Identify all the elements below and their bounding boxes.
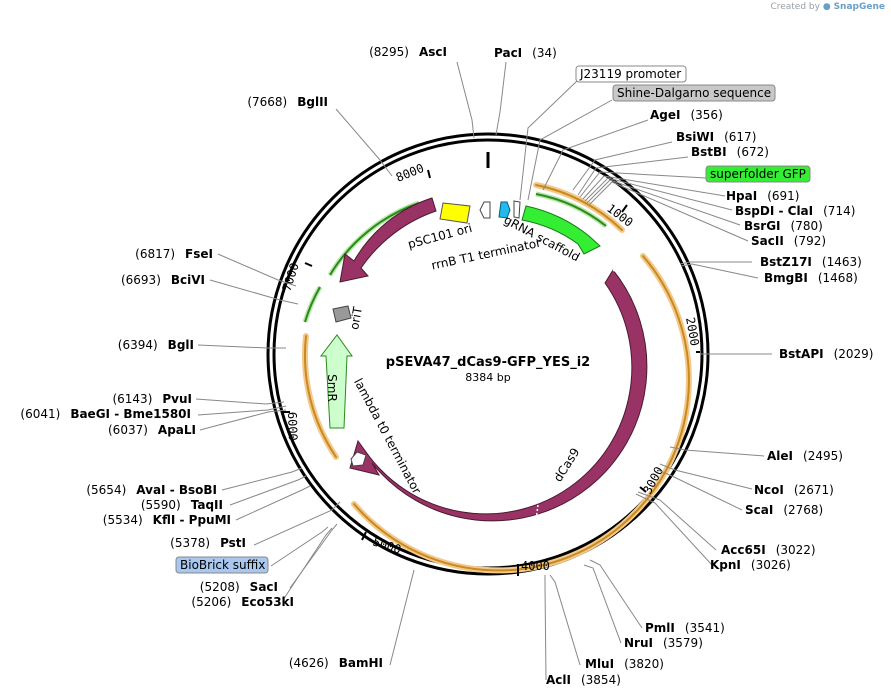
enzyme-labels-right: PacI(34) AgeI(356) BsiWI(617) BstBI(672)… <box>494 46 873 687</box>
enzyme-agei[interactable]: AgeI(356) <box>650 108 723 122</box>
snapgene-credit: Created by ● SnapGene <box>770 2 885 12</box>
j23119-box[interactable] <box>575 65 687 83</box>
enzyme-fsei[interactable]: (6817)FseI <box>135 247 213 261</box>
enzyme-acc65i[interactable]: Acc65I(3022) <box>721 543 816 557</box>
feature-psc101-ori[interactable] <box>439 202 471 224</box>
enzyme-bcivi[interactable]: (6693)BciVI <box>121 273 205 287</box>
enzyme-baegi-bme1580i[interactable]: (6041)BaeGI - Bme1580I <box>20 407 191 421</box>
enzyme-asci[interactable]: (8295)AscI <box>369 45 447 59</box>
boxed-labels: J23119 promoter Shine-Dalgarno sequence … <box>175 65 811 574</box>
feature-grna-scaffold[interactable] <box>498 201 511 219</box>
feature-superfolder-gfp[interactable] <box>521 205 601 255</box>
enzyme-scai[interactable]: ScaI(2768) <box>745 503 823 517</box>
feature-smr[interactable] <box>319 334 353 429</box>
ruler-ticks: 1000 2000 3000 4000 5000 6000 7000 8000 <box>280 161 702 576</box>
psc101-label: pSC101 ori <box>406 221 473 252</box>
superfolder-gfp-text: superfolder GFP <box>710 167 806 181</box>
dcas9-text: dCas9 <box>551 445 583 484</box>
enzyme-alei[interactable]: AleI(2495) <box>767 449 843 463</box>
enzyme-pvui[interactable]: (6143)PvuI <box>112 392 192 406</box>
enzyme-bsiwi[interactable]: BsiWI(617) <box>676 130 756 144</box>
green-arcs <box>302 191 608 323</box>
plasmid-name: pSEVA47_dCas9-GFP_YES_i2 <box>386 355 590 370</box>
credit-brand: SnapGene <box>833 2 885 12</box>
enzyme-taqii[interactable]: (5590)TaqII <box>141 498 223 512</box>
feature-lambda-t0-terminator[interactable] <box>350 451 367 467</box>
credit-prefix: Created by <box>770 2 820 12</box>
arc-gfp2 <box>535 193 607 227</box>
feature-j23119-block[interactable] <box>513 200 521 219</box>
enzyme-labels-left: (8295)AscI (7668)BglII (6817)FseI (6693)… <box>20 45 447 670</box>
enzyme-bsrgi[interactable]: BsrGI(780) <box>744 219 823 233</box>
enzyme-bgli[interactable]: (6394)BglI <box>118 338 194 352</box>
shine-dalgarno-box[interactable] <box>612 84 776 102</box>
enzyme-bamhi[interactable]: (4626)BamHI <box>289 656 383 670</box>
tick-8000: 8000 <box>394 161 426 185</box>
arc-rep <box>329 202 420 276</box>
enzyme-bstz17i[interactable]: BstZ17I(1463) <box>760 255 862 269</box>
plasmid-length: 8384 bp <box>465 371 510 384</box>
smr-label: SmR <box>325 374 339 402</box>
tick-2000: 2000 <box>683 316 702 347</box>
enzyme-saci[interactable]: (5208)SacI <box>200 580 278 594</box>
enzyme-acli[interactable]: AclI(3854) <box>546 673 621 687</box>
enzyme-bglii[interactable]: (7668)BglII <box>247 95 328 109</box>
biobrick-suffix-box[interactable] <box>175 556 269 574</box>
enzyme-paci[interactable]: PacI(34) <box>494 46 557 60</box>
outer-arcs <box>301 182 692 574</box>
enzyme-kpni[interactable]: KpnI(3026) <box>710 558 791 572</box>
shine-dalgarno-text: Shine-Dalgarno sequence <box>617 86 771 100</box>
orit-label: oriT <box>347 305 365 331</box>
enzyme-pmli[interactable]: PmlI(3541) <box>645 621 725 635</box>
dcas9-label: dCas9 <box>551 445 583 484</box>
tick-6000: 6000 <box>285 412 300 441</box>
feature-orit[interactable] <box>332 305 352 323</box>
feature-rrnb-t1-terminator[interactable] <box>479 201 491 219</box>
enzyme-bstbi[interactable]: BstBI(672) <box>691 145 769 159</box>
enzyme-hpai[interactable]: HpaI(691) <box>726 189 799 203</box>
enzyme-mlui[interactable]: MluI(3820) <box>585 657 664 671</box>
biobrick-suffix-text: BioBrick suffix <box>180 558 265 572</box>
psc101-text: pSC101 ori <box>406 221 473 252</box>
snapgene-logo-icon: ● <box>822 2 831 12</box>
dcas9-mark-2 <box>612 269 623 277</box>
enzyme-bspdi-clai[interactable]: BspDI - ClaI(714) <box>735 204 855 218</box>
arc-smr <box>303 335 337 458</box>
dcas9-mark-1 <box>535 504 539 521</box>
orit-text: oriT <box>347 305 365 331</box>
leader-lines <box>195 61 772 681</box>
enzyme-ncoi[interactable]: NcoI(2671) <box>754 483 834 497</box>
enzyme-sacii[interactable]: SacII(792) <box>751 234 826 248</box>
arc-dcas9 <box>353 255 690 572</box>
tick-5000: 5000 <box>371 535 403 557</box>
enzyme-eco53ki[interactable]: (5206)Eco53kI <box>191 595 294 609</box>
enzyme-avai-bsobi[interactable]: (5654)AvaI - BsoBI <box>86 483 217 497</box>
feature-rep101[interactable] <box>339 197 437 283</box>
feature-dcas9[interactable] <box>349 269 648 522</box>
tick-7000: 7000 <box>280 261 302 293</box>
tick-4000: 4000 <box>521 559 550 573</box>
enzyme-apali[interactable]: (6037)ApaLI <box>108 423 196 437</box>
enzyme-kfli-ppumi[interactable]: (5534)KflI - PpuMI <box>103 513 231 527</box>
enzyme-bmgbi[interactable]: BmgBI(1468) <box>764 271 858 285</box>
smr-text: SmR <box>325 374 339 402</box>
arc-gfp <box>535 184 623 231</box>
enzyme-bstapi[interactable]: BstAPI(2029) <box>779 347 873 361</box>
enzyme-nrui[interactable]: NruI(3579) <box>624 636 703 650</box>
superfolder-gfp-box[interactable] <box>705 165 811 183</box>
j23119-text: J23119 promoter <box>579 67 681 81</box>
arc-rep2 <box>304 286 321 323</box>
enzyme-psti[interactable]: (5378)PstI <box>170 536 246 550</box>
